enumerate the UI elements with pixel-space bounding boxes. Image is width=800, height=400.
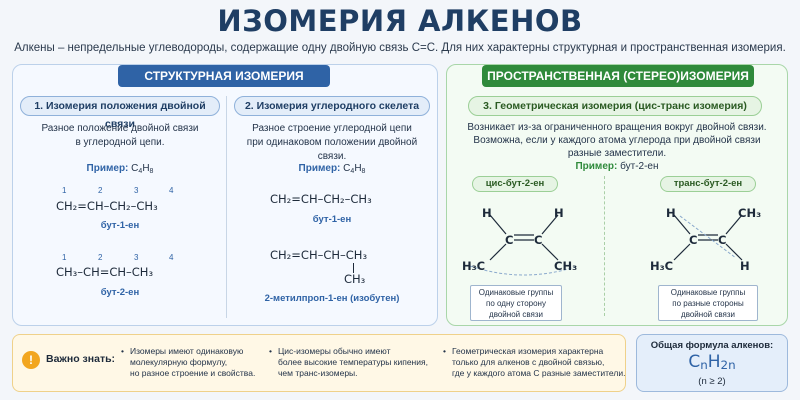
trans-ch3-top: CH₃	[738, 206, 762, 220]
trans-h-top: H	[666, 206, 676, 220]
isobutene-name: 2-метилпроп-1-ен (изобутен)	[264, 293, 400, 304]
trans-note: Одинаковые группы по разные стороны двой…	[658, 285, 758, 321]
carbon-number: 4	[169, 186, 174, 195]
trans-h-bottom: H	[740, 259, 750, 273]
geometric-example: Пример: бут-2-ен	[575, 161, 659, 172]
general-formula-title: Общая формула алкенов:	[650, 340, 774, 351]
cis-c-left: C	[505, 233, 514, 247]
carbon-number: 1	[62, 253, 67, 262]
cis-ch3-right: CH₃	[554, 259, 578, 273]
isomer-divider	[604, 176, 605, 316]
trans-c-right: C	[718, 233, 727, 247]
branch-bond	[353, 263, 354, 273]
but-1-ene-name: бут-1-ен	[100, 220, 140, 231]
cis-h-left: H	[482, 206, 492, 220]
but-2-ene-name: бут-2-ен	[100, 287, 140, 298]
trans-label: транс-бут-2-ен	[660, 176, 756, 192]
important-bullet: Цис-изомеры обычно имеют более высокие т…	[269, 346, 428, 379]
cis-c-right: C	[534, 233, 543, 247]
skeleton-but-1-ene-name: бут-1-ен	[312, 214, 352, 225]
general-formula-condition: (n ≥ 2)	[698, 376, 726, 387]
important-bullet: Изомеры имеют одинаковую молекулярную фо…	[121, 346, 255, 379]
but-2-ene-formula: CH₃–CH=CH–CH₃	[56, 265, 154, 279]
cis-label: цис-бут-2-ен	[472, 176, 558, 192]
geometric-isomerism-desc: Возникает из-за ограниченного вращения в…	[467, 122, 767, 159]
important-bullet: Геометрическая изомерия характерна тольк…	[443, 346, 625, 379]
trans-ch3-bottom: H₃C	[650, 259, 674, 273]
important-title: Важно знать:	[46, 353, 116, 365]
but-1-ene-formula: CH₂=CH–CH₂–CH₃	[56, 199, 158, 213]
page-title: ИЗОМЕРИЯ АЛКЕНОВ	[217, 4, 583, 38]
position-isomerism-title: 1. Изомерия положения двойной связи	[20, 96, 220, 130]
column-divider	[226, 96, 227, 318]
skeleton-example: Пример: C4H8	[298, 163, 366, 175]
geometric-isomerism-title: 3. Геометрическая изомерия (цис-транс из…	[468, 96, 762, 116]
isobutene-formula: CH₂=CH–CH–CH₃	[270, 248, 368, 262]
trans-structure	[673, 214, 743, 261]
carbon-number: 3	[134, 253, 139, 262]
carbon-number: 2	[98, 186, 103, 195]
carbon-number: 2	[98, 253, 103, 262]
trans-c-left: C	[689, 233, 698, 247]
warning-icon: !	[22, 351, 40, 369]
skeleton-but-1-ene-formula: CH₂=CH–CH₂–CH₃	[270, 192, 372, 206]
general-formula: CnH2n	[688, 352, 736, 372]
carbon-number: 4	[169, 253, 174, 262]
spatial-header: ПРОСТРАНСТВЕННАЯ (СТЕРЕО)ИЗОМЕРИЯ	[482, 65, 754, 87]
isobutene-branch: CH₃	[344, 272, 366, 286]
cis-h-right: H	[554, 206, 564, 220]
position-isomerism-desc: Разное положение двойной связи в углерод…	[41, 123, 199, 148]
cis-ch3-left: H₃C	[462, 259, 486, 273]
structural-header: СТРУКТУРНАЯ ИЗОМЕРИЯ	[118, 65, 330, 87]
general-formula-box	[636, 334, 788, 392]
skeleton-isomerism-desc: Разное строение углеродной цепи при один…	[246, 123, 418, 162]
position-example: Пример: C4H8	[86, 163, 154, 175]
page-subtitle: Алкены – непредельные углеводороды, соде…	[14, 42, 786, 54]
carbon-number: 1	[62, 186, 67, 195]
cis-structure	[469, 214, 579, 276]
skeleton-isomerism-title: 2. Изомерия углеродного скелета	[234, 96, 430, 116]
carbon-number: 3	[134, 186, 139, 195]
cis-note: Одинаковые группы по одну сторону двойно…	[470, 285, 562, 321]
